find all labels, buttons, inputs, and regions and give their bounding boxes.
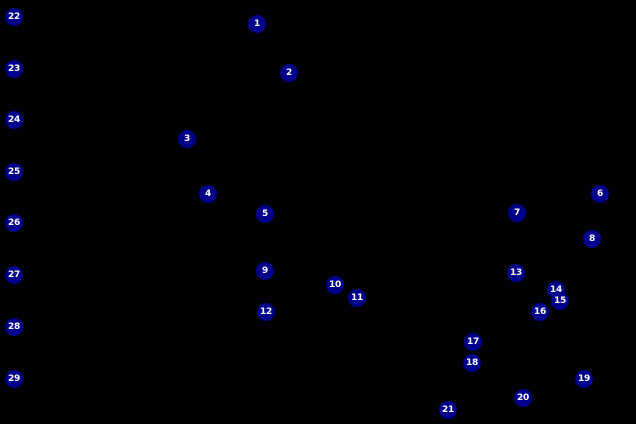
som-marker-label: 15 <box>553 295 567 306</box>
som-marker-label: 10 <box>328 279 342 290</box>
som-marker-2[interactable]: 2 <box>280 64 298 82</box>
som-marker-label: 4 <box>204 188 212 199</box>
som-marker-label: 20 <box>516 392 530 403</box>
som-marker-label: 1 <box>253 18 261 29</box>
som-marker-label: 8 <box>588 233 596 244</box>
som-marker-label: 19 <box>577 373 591 384</box>
som-marker-3[interactable]: 3 <box>178 130 196 148</box>
som-marker-18[interactable]: 18 <box>463 354 481 372</box>
som-marker-label: 22 <box>7 11 21 22</box>
som-marker-label: 6 <box>596 188 604 199</box>
som-marker-label: 24 <box>7 114 21 125</box>
som-marker-16[interactable]: 16 <box>531 303 549 321</box>
som-marker-9[interactable]: 9 <box>256 262 274 280</box>
som-marker-label: 29 <box>7 373 21 384</box>
som-marker-10[interactable]: 10 <box>326 276 344 294</box>
som-marker-22[interactable]: 22 <box>5 8 23 26</box>
som-marker-17[interactable]: 17 <box>464 333 482 351</box>
som-marker-7[interactable]: 7 <box>508 204 526 222</box>
som-marker-8[interactable]: 8 <box>583 230 601 248</box>
som-marker-15[interactable]: 15 <box>551 292 569 310</box>
som-marker-12[interactable]: 12 <box>257 303 275 321</box>
som-marker-6[interactable]: 6 <box>591 185 609 203</box>
som-marker-29[interactable]: 29 <box>5 370 23 388</box>
som-marker-19[interactable]: 19 <box>575 370 593 388</box>
som-marker-label: 13 <box>509 267 523 278</box>
som-marker-label: 7 <box>513 207 521 218</box>
som-marker-11[interactable]: 11 <box>348 289 366 307</box>
som-marker-26[interactable]: 26 <box>5 214 23 232</box>
som-marker-13[interactable]: 13 <box>507 264 525 282</box>
som-marker-25[interactable]: 25 <box>5 163 23 181</box>
som-marker-21[interactable]: 21 <box>439 401 457 419</box>
som-marker-label: 9 <box>261 265 269 276</box>
som-marker-label: 25 <box>7 166 21 177</box>
som-marker-label: 14 <box>549 284 563 295</box>
som-marker-27[interactable]: 27 <box>5 266 23 284</box>
som-marker-label: 28 <box>7 321 21 332</box>
som-marker-1[interactable]: 1 <box>248 15 266 33</box>
som-marker-label: 27 <box>7 269 21 280</box>
som-marker-5[interactable]: 5 <box>256 205 274 223</box>
som-marker-28[interactable]: 28 <box>5 318 23 336</box>
som-marker-label: 5 <box>261 208 269 219</box>
som-marker-24[interactable]: 24 <box>5 111 23 129</box>
som-marker-label: 23 <box>7 63 21 74</box>
som-marker-label: 11 <box>350 292 364 303</box>
som-marker-4[interactable]: 4 <box>199 185 217 203</box>
som-marker-label: 26 <box>7 217 21 228</box>
som-marker-label: 17 <box>466 336 480 347</box>
som-marker-23[interactable]: 23 <box>5 60 23 78</box>
som-marker-label: 2 <box>285 67 293 78</box>
som-marker-20[interactable]: 20 <box>514 389 532 407</box>
som-marker-label: 16 <box>533 306 547 317</box>
som-marker-label: 12 <box>259 306 273 317</box>
som-marker-label: 18 <box>465 357 479 368</box>
som-marker-label: 3 <box>183 133 191 144</box>
som-marker-label: 21 <box>441 404 455 415</box>
